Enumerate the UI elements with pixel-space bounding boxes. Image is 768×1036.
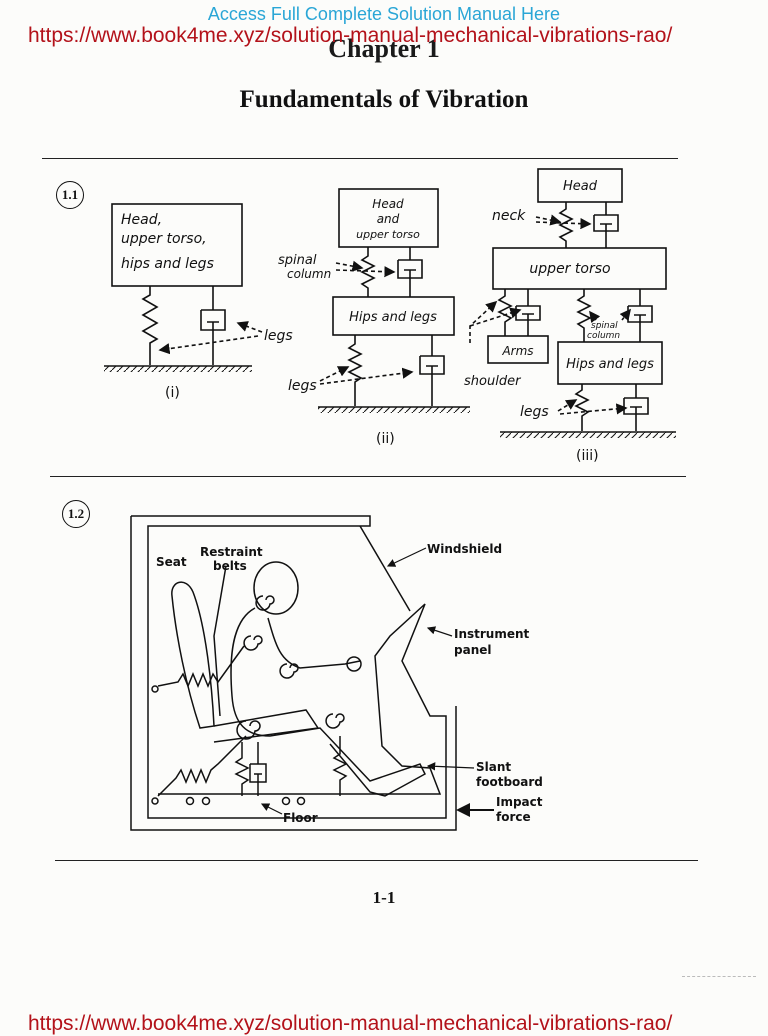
restraint-label-line1: Restraint [200, 545, 263, 559]
model-iii-arms-box [487, 335, 549, 364]
model-ii-head-line3: upper torso [356, 228, 420, 241]
spiral-knee [325, 713, 345, 729]
model-ii-spinal-damper [397, 247, 423, 297]
model-iii-head-label: Head [563, 179, 598, 194]
seat-damper [249, 742, 267, 796]
chapter-heading: Chapter 1 [328, 34, 440, 63]
windshield-line [359, 525, 411, 612]
model-i-box-line3: hips and legs [121, 256, 214, 272]
floor-rollers [151, 685, 306, 806]
model-iii-torso-box [492, 247, 667, 290]
model-iii-shoulder-spring [497, 289, 513, 336]
model-iii-shoulder-damper [515, 289, 541, 336]
seat-spring [234, 742, 250, 796]
occupant-body-legs [230, 607, 426, 797]
problem-number-1-2: 1.2 [62, 500, 90, 528]
windshield-label: Windshield [427, 542, 502, 556]
model-iii-torso-label: upper torso [529, 261, 610, 277]
model-i-box-line1: Head, [121, 212, 162, 228]
problem-number-1-1: 1.1 [56, 181, 84, 209]
model-ii-head-box [338, 188, 439, 248]
model-i [104, 203, 263, 372]
impact-label-line1: Impact [496, 795, 543, 809]
model-i-box-line2: upper torso, [121, 231, 207, 247]
upper-restraint-spring [157, 645, 245, 688]
model-ii-legs-spring [347, 335, 363, 406]
seat-cushion [213, 709, 320, 743]
model-i-spring [141, 286, 159, 365]
model-ii-spinal-line2: column [287, 267, 331, 281]
seat-label: Seat [156, 555, 187, 569]
rule-bottom [55, 860, 698, 861]
model-iii-spinal-damper [627, 289, 653, 342]
model-iii-head-box [537, 168, 623, 203]
model-ii-spinal-spring [360, 247, 376, 297]
restraint-label-line2: belts [213, 559, 247, 573]
solution-link-bottom[interactable]: https://www.book4me.xyz/solution-manual-… [28, 1012, 673, 1035]
model-i-caption: (i) [165, 385, 180, 401]
seat-back [171, 581, 215, 729]
model-ii-hips-box [332, 296, 455, 336]
model-iii-neck-label: neck [492, 208, 526, 224]
model-iii-legs-damper [623, 384, 649, 431]
model-ii-head-line2: and [377, 212, 400, 226]
restraint-belt-line [213, 565, 227, 717]
model-iii-caption: (iii) [576, 448, 599, 464]
slant-label-line2: footboard [476, 775, 543, 789]
occupant-arm [267, 617, 361, 669]
rule-middle [50, 476, 686, 477]
model-iii [469, 168, 676, 438]
spiral-elbow [279, 663, 299, 679]
model-iii-spinal-line2: column [587, 331, 620, 341]
model-i-mass-box [111, 203, 243, 287]
spiral-neck [255, 595, 275, 611]
model-iii-legs-label: legs [520, 404, 549, 420]
model-iii-arms-label: Arms [501, 344, 533, 358]
model-ii-spinal-line1: spinal [278, 253, 317, 268]
solution-link-top[interactable]: https://www.book4me.xyz/solution-manual-… [28, 24, 673, 47]
model-iii-legs-spring [574, 384, 590, 431]
impact-label-line2: force [496, 810, 531, 824]
lower-restraint-spring [157, 735, 247, 797]
page-title: Fundamentals of Vibration [239, 86, 529, 113]
banner-access-text[interactable]: Access Full Complete Solution Manual Her… [207, 4, 561, 24]
scan-artifact [682, 976, 756, 977]
figure-1-2-vehicle-occupant-model: Seat Restraint belts Windshield Instrume… [130, 515, 543, 831]
model-ii-legs-damper [419, 335, 445, 406]
model-iii-spinal-line1: spinal [591, 321, 618, 331]
occupant-head [253, 561, 299, 615]
model-ii-head-line1: Head [372, 197, 404, 211]
figure-1-1-human-body-models: Head, upper torso, hips and legs legs (i… [104, 168, 676, 464]
model-ii-legs-label: legs [288, 378, 317, 394]
model-ii-hips-label: Hips and legs [349, 310, 437, 325]
page-number: 1-1 [372, 888, 396, 907]
model-iii-neck-spring [558, 202, 574, 248]
model-iii-neck-damper [593, 202, 619, 248]
spiral-shoulder [243, 635, 263, 651]
model-ii [318, 188, 470, 413]
model-iii-hips-box [557, 341, 663, 385]
model-iii-spinal-spring [576, 289, 592, 342]
model-i-legs-label: legs [264, 328, 293, 344]
cab-outer-frame [130, 516, 457, 831]
slant-label-line1: Slant [476, 760, 511, 774]
spiral-hip [236, 720, 261, 740]
model-iii-shoulder-label: shoulder [464, 374, 522, 389]
model-ii-caption: (ii) [376, 431, 395, 447]
model-iii-hips-label: Hips and legs [566, 357, 654, 372]
instrument-label-line2: panel [454, 643, 491, 657]
leg-spring [332, 736, 348, 796]
floor-label: Floor [283, 811, 318, 825]
occupant-hand [346, 656, 362, 672]
rule-top [42, 158, 678, 159]
instrument-label-line1: Instrument [454, 627, 530, 641]
model-i-damper [200, 286, 226, 365]
